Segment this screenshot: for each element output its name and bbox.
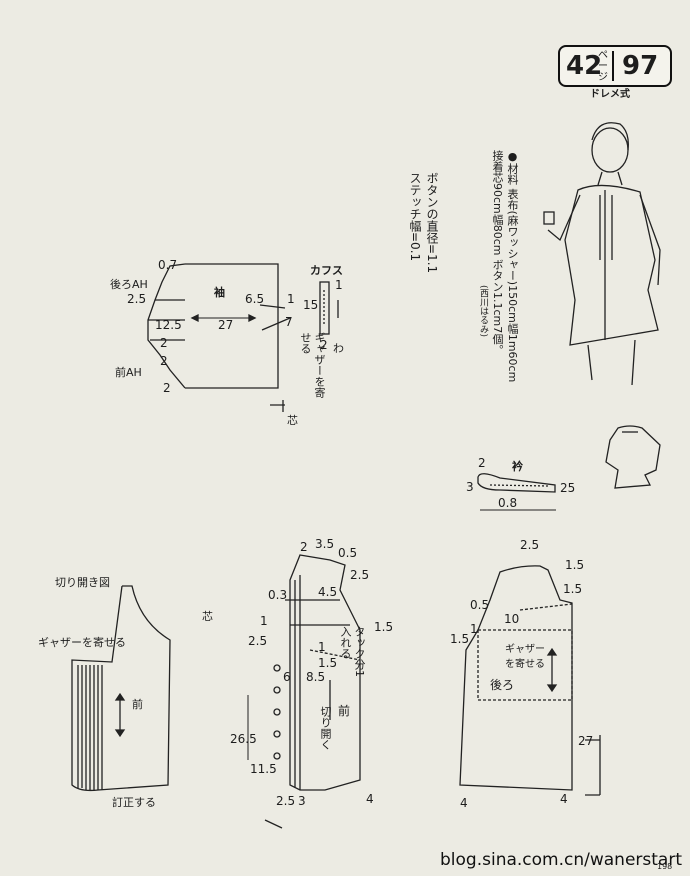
front-m-45: 4.5 — [318, 585, 338, 599]
front-m-03: 0.3 — [268, 588, 288, 602]
collar-title: 衿 — [512, 460, 523, 473]
slash-correct-note: 訂正する — [112, 796, 156, 809]
front-m-15a: 1.5 — [374, 620, 394, 634]
collar-m-2: 2 — [478, 456, 486, 470]
cuff-wa-label: わ — [333, 342, 344, 355]
badge-left-number: 42 — [566, 51, 603, 81]
front-m-6: 6 — [283, 670, 291, 684]
sleeve-gather-note: ギャザーを寄せる — [299, 332, 326, 398]
page-number: 198 — [657, 862, 673, 871]
front-m-25b: 2.5 — [248, 634, 268, 648]
front-m-1a: 1 — [260, 614, 268, 628]
sleeve-fold-mark: 芯 — [287, 414, 298, 427]
collar-pattern — [477, 473, 556, 511]
front-fold-mark: 芯 — [202, 610, 213, 623]
front-m-25c: 2.5 — [276, 794, 296, 808]
sleeve-m-2b: 2 — [160, 354, 168, 368]
materials-line1: ●材料 表布(麻ワッシャー)150cm幅1m60cm — [506, 150, 519, 383]
slash-diagram — [71, 585, 171, 792]
front-m-3: 3 — [298, 794, 306, 808]
back-gather-note: ギャザーを寄せる — [505, 644, 545, 670]
front-m-265: 26.5 — [230, 732, 257, 746]
button-note: ボタンの直径=1.1 — [425, 172, 439, 274]
collar-m-08: 0.8 — [498, 496, 518, 510]
sleeve-m-27: 27 — [218, 318, 234, 332]
back-bodice-pattern — [459, 565, 601, 796]
back-m-4b: 4 — [560, 792, 568, 806]
sleeve-m-25: 2.5 — [127, 292, 147, 306]
front-m-35: 3.5 — [315, 537, 335, 551]
sleeve-m-125: 12.5 — [155, 318, 182, 332]
cuff-title: カフス — [310, 264, 343, 277]
back-m-15b: 1.5 — [563, 582, 583, 596]
cuff-pattern — [319, 281, 339, 335]
stitch-note: ステッチ幅=0.1 — [408, 172, 422, 262]
front-label: 前 — [338, 704, 351, 718]
back-m-15c: 1.5 — [450, 632, 470, 646]
back-m-10: 10 — [504, 612, 520, 626]
front-m-85: 8.5 — [306, 670, 326, 684]
back-m-05: 0.5 — [470, 598, 490, 612]
slash-title: 切り開き図 — [55, 576, 110, 589]
front-bodice-pattern — [247, 554, 361, 829]
materials-credit: (西川はるみ) — [478, 285, 488, 338]
slash-gather-note: ギャザーを寄せる — [38, 636, 126, 649]
badge-right-number: 97 — [622, 51, 659, 81]
front-ah-label: 前AH — [115, 366, 142, 379]
back-m-25: 2.5 — [520, 538, 540, 552]
front-m-2a: 2 — [300, 540, 308, 554]
sleeve-m-07: 0.7 — [158, 258, 178, 272]
front-m-15b: 1.5 — [318, 656, 338, 670]
sleeve-m-2c: 2 — [163, 381, 171, 395]
back-m-15a: 1.5 — [565, 558, 585, 572]
front-tuck-note: タック分1入れる — [339, 626, 366, 677]
sleeve-m-7: 7 — [285, 315, 293, 329]
front-m-25: 2.5 — [350, 568, 370, 582]
sleeve-m-2a: 2 — [160, 336, 168, 350]
cuff-m-15: 15 — [303, 298, 319, 312]
front-m-4: 4 — [366, 792, 374, 806]
collar-m-25: 25 — [560, 481, 576, 495]
back-m-1: 1 — [470, 622, 478, 636]
front-m-05: 0.5 — [338, 546, 358, 560]
model-illustration — [543, 122, 661, 386]
back-label: 後ろ — [490, 678, 515, 692]
back-m-4a: 4 — [460, 796, 468, 810]
sleeve-m-65: 6.5 — [245, 292, 265, 306]
front-m-1b: 1 — [318, 640, 326, 654]
back-m-27: 27 — [578, 734, 594, 748]
sleeve-m-1: 1 — [287, 292, 295, 306]
badge-unit: ペ ー ジ — [598, 50, 608, 83]
cuff-m-2: 2 — [320, 338, 328, 352]
back-view-illustration — [605, 425, 661, 489]
front-slash-note: 切り開く — [319, 706, 332, 750]
collar-m-3: 3 — [466, 480, 474, 494]
cuff-m-1: 1 — [335, 278, 343, 292]
page-badge: 42 ペ ー ジ 97 — [558, 45, 672, 87]
sleeve-title: 袖 — [214, 286, 225, 299]
watermark: blog.sina.com.cn/wanerstart — [440, 850, 682, 870]
back-ah-label: 後ろAH — [110, 278, 148, 291]
materials-line2: 接着芯90cm幅80cm ボタン1.1cm7個。 — [491, 150, 504, 356]
sleeve-pattern — [147, 263, 291, 412]
slash-front-label: 前 — [132, 698, 143, 711]
badge-divider — [612, 51, 614, 81]
front-m-115: 11.5 — [250, 762, 277, 776]
badge-subtitle: ドレメ式 — [590, 89, 630, 100]
